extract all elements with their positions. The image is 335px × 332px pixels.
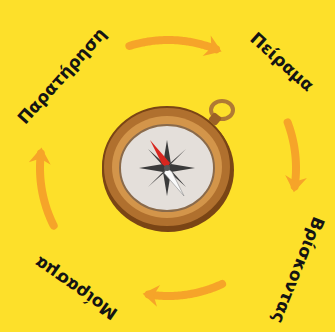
compass-bezel bbox=[112, 116, 222, 218]
cycle-stage: Πείραμα bbox=[247, 29, 318, 95]
cycle-stage: Παρατήρηση bbox=[14, 24, 110, 127]
cycle-arrow bbox=[129, 40, 216, 49]
compass-rose bbox=[139, 140, 195, 196]
stage-label: Παρατήρηση bbox=[14, 24, 110, 127]
stage-label: Βρίσκοντας bbox=[268, 214, 328, 326]
compass-face bbox=[120, 125, 214, 211]
cycle-arrow bbox=[149, 284, 222, 296]
cycle-stage: Μοίρασμα bbox=[31, 253, 121, 324]
cycle-arrow bbox=[288, 122, 296, 186]
cycle-stage: Βρίσκοντας bbox=[268, 214, 328, 326]
cycle-arrow bbox=[40, 154, 54, 226]
needle-south bbox=[164, 168, 184, 196]
compass bbox=[102, 101, 234, 232]
needle-pivot bbox=[164, 165, 170, 171]
compass-rim bbox=[103, 107, 231, 227]
needle-north bbox=[150, 140, 170, 168]
compass-rim-shadow bbox=[102, 108, 234, 232]
stage-label: Μοίρασμα bbox=[31, 253, 121, 324]
stage-label: Πείραμα bbox=[247, 29, 318, 95]
